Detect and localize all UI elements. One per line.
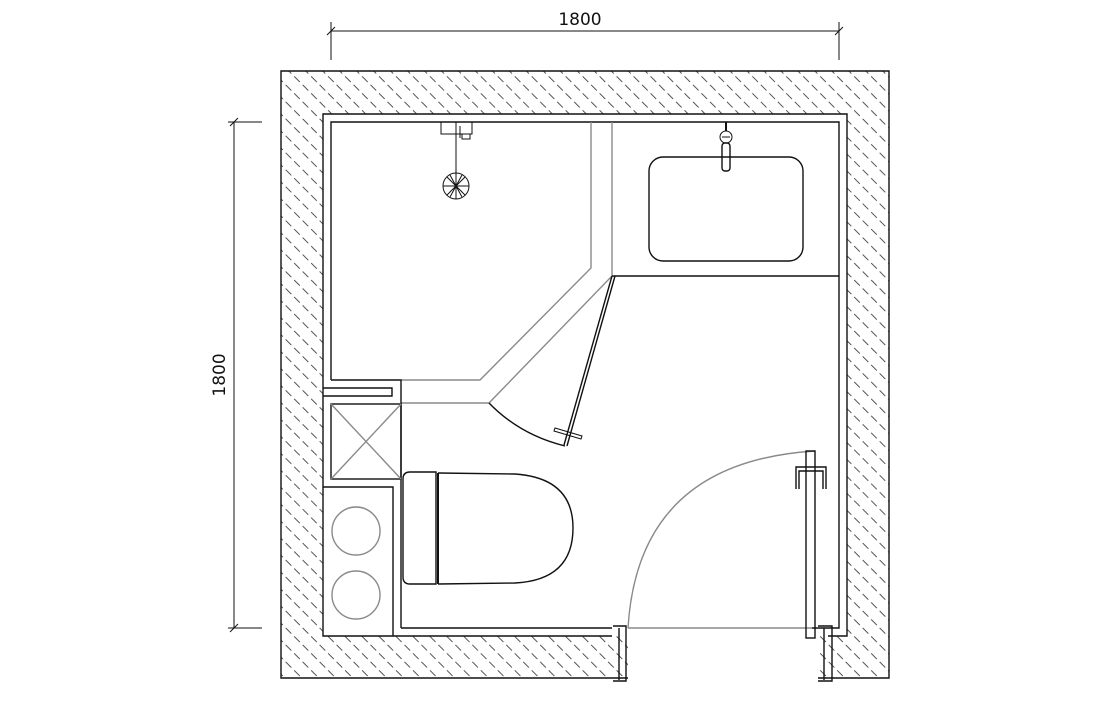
height-dimension: 1800 [210,117,262,633]
door-handle [795,466,827,489]
shower-enclosure [401,122,616,447]
partition-ledge [323,379,402,628]
shower-door-handle [553,427,583,440]
inner-wall-outer-line [322,113,848,637]
roll-holder-icon [331,506,381,556]
shower-head-icon [440,121,473,200]
vanity-counter [612,122,839,277]
sink-basin [648,156,804,262]
inner-wall-inner-line [330,121,840,629]
door-jamb-left [613,625,627,682]
faucet-icon [719,122,733,172]
roll-holder-icon [331,570,381,620]
entrance-door [613,450,833,682]
width-dimension: 1800 [326,10,844,60]
toilet-icon [402,471,574,585]
height-dimension-label: 1800 [210,353,230,396]
floor-drain-icon [330,403,402,480]
door-opening-gap [628,636,818,680]
width-dimension-label: 1800 [558,10,601,30]
outer-wall [280,70,890,679]
storage-cabinet [323,486,394,636]
door-jamb-right [818,625,833,682]
wall-hatch [281,71,889,678]
